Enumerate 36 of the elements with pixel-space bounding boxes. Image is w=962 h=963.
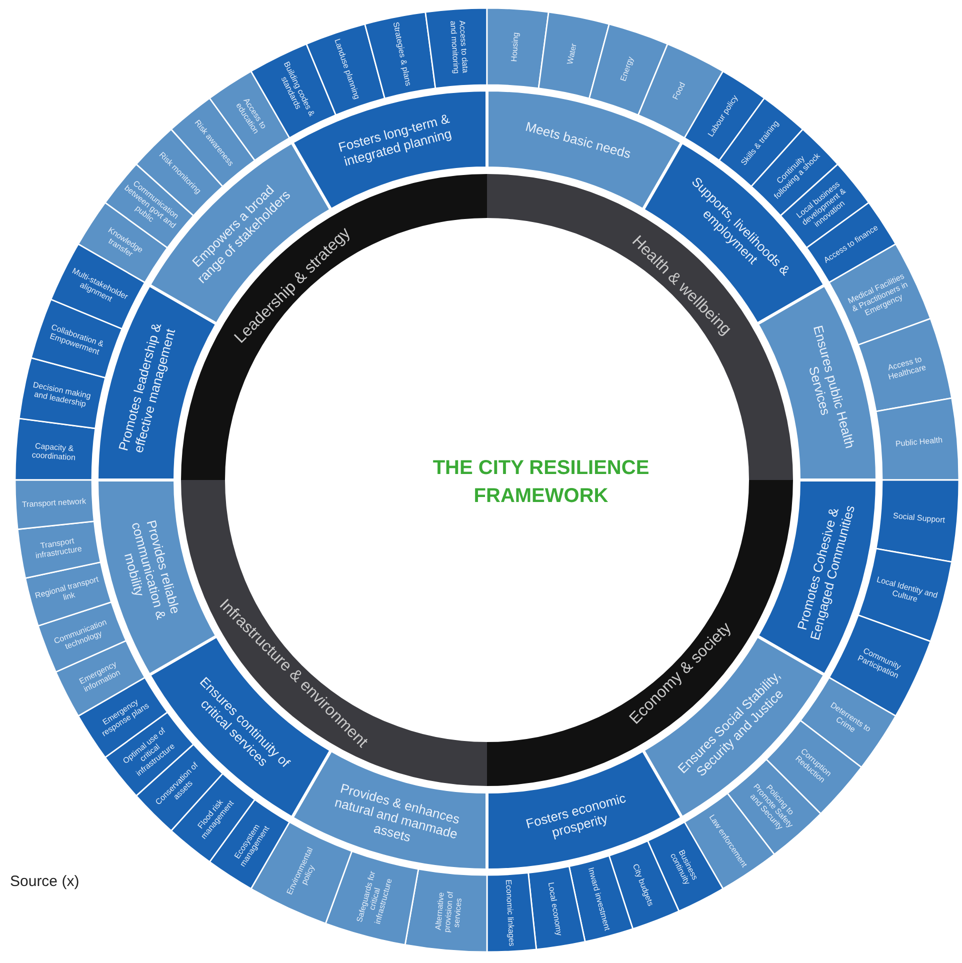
indicator-ring-segment: [19, 361, 105, 429]
indicator-label: Capacity & coordination: [30, 440, 77, 463]
objective-label: Provides & enhances natural and manmade assets: [332, 780, 463, 847]
indicator-label: Housing: [508, 30, 522, 64]
indicator-ring-segment: [31, 303, 121, 378]
framework-title: THE CITY RESILIENCE FRAMEWORK: [432, 456, 650, 509]
indicator-ring-segment: [569, 855, 633, 942]
indicator-ring-segment: [15, 480, 95, 530]
indicator-label: Water: [564, 42, 580, 68]
indicator-ring-segment: [325, 851, 419, 945]
indicator-label: Alternative provision of services: [432, 890, 465, 936]
indicator-ring-segment: [528, 866, 586, 950]
indicator-ring-segment: [589, 24, 664, 114]
indicator-label: Social Support: [892, 510, 947, 526]
objective-label: Meets basic needs: [522, 118, 634, 164]
indicator-label: Local economy: [545, 880, 565, 938]
indicator-label: Transport network: [20, 496, 87, 510]
indicator-label: Local Identity and Culture: [874, 574, 940, 606]
indicator-label: Food: [670, 80, 688, 103]
indicator-label: Economic linkages: [503, 879, 516, 948]
indicator-label: Strategies & plans: [391, 20, 414, 89]
indicator-ring-segment: [487, 872, 537, 952]
indicator-ring-segment: [364, 12, 433, 99]
indicator-ring-segment: [875, 398, 959, 480]
indicator-ring-segment: [858, 548, 952, 642]
indicator-label: Access to data and monitoring: [447, 19, 470, 76]
indicator-ring-segment: [538, 12, 606, 98]
indicator-label: Transport infrastructure: [34, 535, 84, 562]
indicator-ring-segment: [858, 318, 952, 412]
objective-label: Ensures public Health Services: [805, 322, 859, 452]
source-note: Source (x): [10, 872, 80, 892]
indicator-ring-segment: [875, 479, 959, 562]
indicator-label: Public Health: [894, 434, 944, 450]
indicator-ring-segment: [405, 868, 488, 952]
indicator-ring-segment: [425, 8, 484, 89]
indicator-ring-segment: [487, 8, 545, 88]
